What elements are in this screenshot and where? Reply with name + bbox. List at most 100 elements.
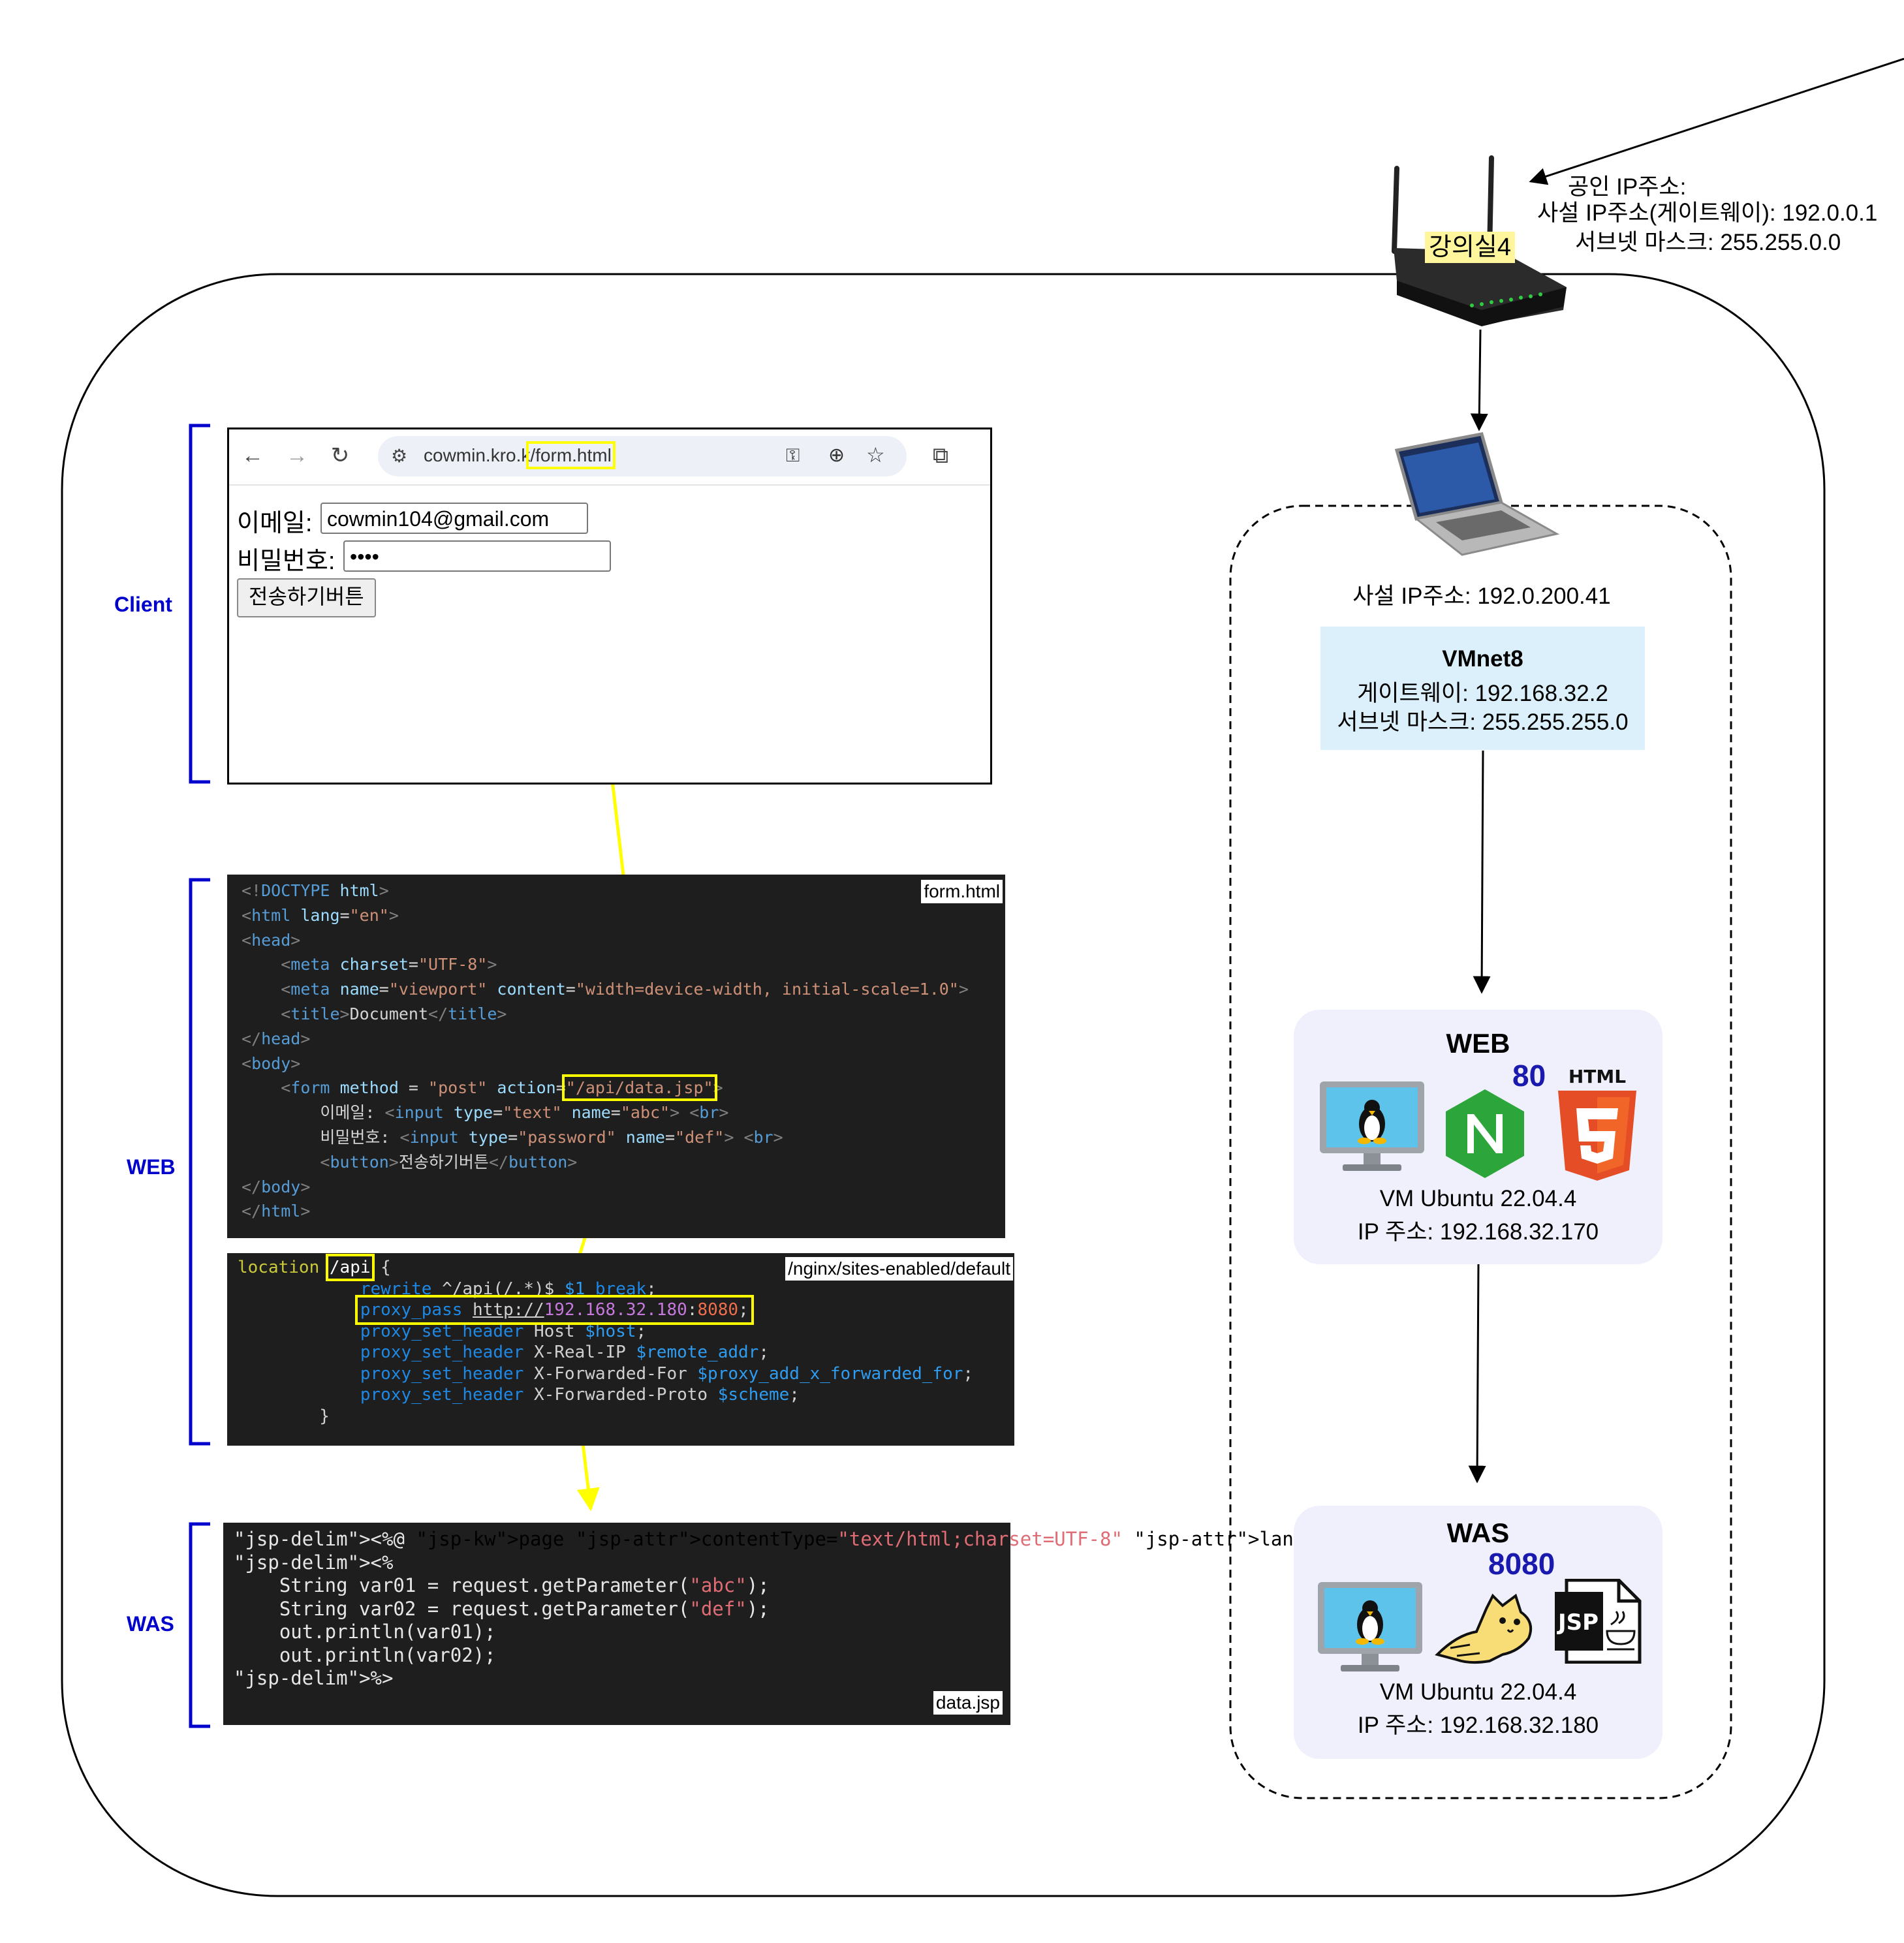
code-line: <!DOCTYPE html> xyxy=(242,881,389,900)
was-bracket xyxy=(189,1522,210,1728)
zoom-icon[interactable]: ⊕ xyxy=(828,444,845,466)
key-icon[interactable]: ⚿ xyxy=(786,445,800,465)
router-image xyxy=(1392,155,1567,326)
nginx-source: location /api { rewrite ^/api(/.*)$ $1 b… xyxy=(238,1254,974,1427)
code-line: <title>Document</title> xyxy=(281,1004,507,1023)
code-line: proxy_set_header X-Forwarded-Proto $sche… xyxy=(360,1385,800,1405)
code-line: <html lang="en"> xyxy=(242,905,399,925)
extensions-icon[interactable]: ⧉ xyxy=(932,443,949,468)
browser-window: ← → ↻ ⚙ cowmin.kro.k/form.html ⚿ ⊕ ☆ ⧉ 이… xyxy=(227,427,992,785)
code-line: out.println(var01); xyxy=(234,1621,496,1643)
vmnet8-subnet: 서브넷 마스크: 255.255.255.0 xyxy=(1337,709,1629,735)
was-vm-title: WAS xyxy=(1446,1517,1510,1548)
was-vm-ip: IP 주소: 192.168.32.180 xyxy=(1357,1713,1599,1738)
code-line: proxy_set_header X-Forwarded-For $proxy_… xyxy=(360,1363,974,1384)
code-line: <meta name="viewport" content="width=dev… xyxy=(281,980,969,999)
code-line: </body> xyxy=(242,1177,311,1196)
router-subnet: 서브넷 마스크: 255.255.0.0 xyxy=(1575,230,1841,255)
code-line: String var01 = request.getParameter("abc… xyxy=(234,1574,770,1596)
code-line: "jsp-delim">%> xyxy=(234,1667,394,1689)
nginx-icon xyxy=(1446,1089,1524,1178)
router-public-ip: 공인 IP주소: xyxy=(1568,174,1687,200)
jsp-code: data.jsp "jsp-delim"><%@ "jsp-kw">page "… xyxy=(223,1523,1601,1725)
code-line: proxy_pass http://192.168.32.180:8080; xyxy=(238,1295,973,1325)
back-arrow-icon[interactable]: ← xyxy=(242,443,264,468)
code-line: String var02 = request.getParameter("def… xyxy=(234,1597,770,1620)
bookmark-star-icon[interactable]: ☆ xyxy=(866,443,885,467)
password-field[interactable]: •••• xyxy=(343,540,611,572)
site-settings-icon[interactable]: ⚙ xyxy=(391,446,408,466)
web-section-label: WEB xyxy=(127,1155,176,1179)
host-boundary xyxy=(1229,505,1732,1799)
code-line: 비밀번호: <input type="password" name="def">… xyxy=(242,1127,783,1147)
network-boundary xyxy=(61,273,1826,1897)
router-private-ip: 사설 IP주소(게이트웨이): 192.0.0.1 xyxy=(1537,200,1878,226)
code-line: <head> xyxy=(242,930,301,950)
html-logo-text: HTML xyxy=(1568,1066,1626,1087)
web-vm-ip: IP 주소: 192.168.32.170 xyxy=(1357,1219,1599,1245)
form-html-source: <!DOCTYPE html> <html lang="en"> <head> <m… xyxy=(242,878,969,1224)
browser-toolbar: ← → ↻ ⚙ cowmin.kro.k/form.html ⚿ ⊕ ☆ ⧉ xyxy=(229,429,990,486)
form-html-code: form.html <!DOCTYPE html> <html lang="en"… xyxy=(227,875,1005,1238)
was-section-label: WAS xyxy=(127,1612,174,1636)
vmnet8-box: VMnet8 게이트웨이: 192.168.32.2 서브넷 마스크: 255.… xyxy=(1320,627,1645,750)
code-line: proxy_set_header Host $host; xyxy=(360,1321,647,1341)
web-to-was-arrow xyxy=(1468,1262,1486,1484)
location-api-highlight: /api xyxy=(325,1254,375,1281)
code-line: location /api { xyxy=(238,1254,391,1281)
was-port-label: 8080 xyxy=(1488,1547,1555,1581)
code-line: <form method = "post" action="/api/data.… xyxy=(281,1074,723,1102)
email-label: 이메일: xyxy=(237,510,313,537)
client-section-label: Client xyxy=(114,593,172,616)
password-label: 비밀번호: xyxy=(237,548,336,575)
vmnet-to-web-arrow xyxy=(1473,750,1491,994)
proxy-pass-highlight: proxy_pass http://192.168.32.180:8080; xyxy=(354,1295,754,1325)
code-line: "jsp-delim"><% xyxy=(234,1551,394,1574)
laptop-ip: 사설 IP주소: 192.0.200.41 xyxy=(1352,583,1611,609)
url-path-highlight: /form.html xyxy=(526,441,616,469)
code-line: <meta charset="UTF-8"> xyxy=(281,955,497,974)
was-vm-os: VM Ubuntu 22.04.4 xyxy=(1379,1679,1577,1705)
code-line: rewrite ^/api(/.*)$ $1 break; xyxy=(360,1279,657,1299)
linux-monitor-icon xyxy=(1318,1582,1422,1671)
forward-arrow-icon[interactable]: → xyxy=(286,443,308,468)
jsp-icon: JSP xyxy=(1555,1579,1642,1664)
code-line: out.println(var02); xyxy=(234,1643,496,1666)
jsp-logo-text: JSP xyxy=(1557,1609,1599,1636)
jsp-filename: data.jsp xyxy=(933,1691,1003,1715)
tomcat-icon xyxy=(1435,1593,1532,1664)
code-line: <button>전송하기버튼</button> xyxy=(320,1152,578,1172)
web-bracket xyxy=(189,878,210,1446)
web-vm-title: WEB xyxy=(1446,1028,1510,1059)
code-line: <body> xyxy=(242,1053,301,1073)
reload-icon[interactable]: ↻ xyxy=(330,443,350,468)
web-vm-box: WEB 80 HTML VM Ubuntu 22.04.4 IP xyxy=(1294,1010,1662,1264)
was-vm-box: WAS 8080 JSP xyxy=(1294,1506,1662,1759)
client-bracket xyxy=(189,424,210,784)
linux-monitor-icon xyxy=(1320,1081,1424,1171)
html5-icon: HTML xyxy=(1558,1066,1636,1181)
web-vm-os: VM Ubuntu 22.04.4 xyxy=(1379,1186,1577,1211)
address-bar[interactable]: ⚙ cowmin.kro.k/form.html ⚿ ⊕ ☆ xyxy=(378,436,907,476)
code-line: } xyxy=(238,1406,330,1426)
code-line: </head> xyxy=(242,1029,311,1048)
address-url: cowmin.kro.k/form.html xyxy=(424,441,616,469)
laptop-image xyxy=(1394,432,1560,556)
vmnet8-gateway: 게이트웨이: 192.168.32.2 xyxy=(1357,681,1608,706)
code-line: proxy_set_header X-Real-IP $remote_addr; xyxy=(360,1343,769,1362)
form-action-highlight: "/api/data.jsp" xyxy=(561,1074,717,1102)
code-line: 이메일: <input type="text" name="abc"> <br> xyxy=(242,1103,729,1123)
code-line: </html> xyxy=(242,1202,311,1221)
vmnet8-title: VMnet8 xyxy=(1442,646,1523,672)
submit-button[interactable]: 전송하기버튼 xyxy=(237,578,376,617)
nginx-config-code: /nginx/sites-enabled/default location /a… xyxy=(227,1253,1014,1446)
internet-arrow xyxy=(1529,57,1904,185)
form-html-filename: form.html xyxy=(921,880,1003,903)
router-label: 강의실4 xyxy=(1425,232,1516,263)
nginx-filename: /nginx/sites-enabled/default xyxy=(785,1257,1013,1281)
router-to-laptop-arrow xyxy=(1470,329,1488,431)
web-port-label: 80 xyxy=(1512,1059,1546,1093)
email-field[interactable]: cowmin104@gmail.com xyxy=(320,503,588,534)
